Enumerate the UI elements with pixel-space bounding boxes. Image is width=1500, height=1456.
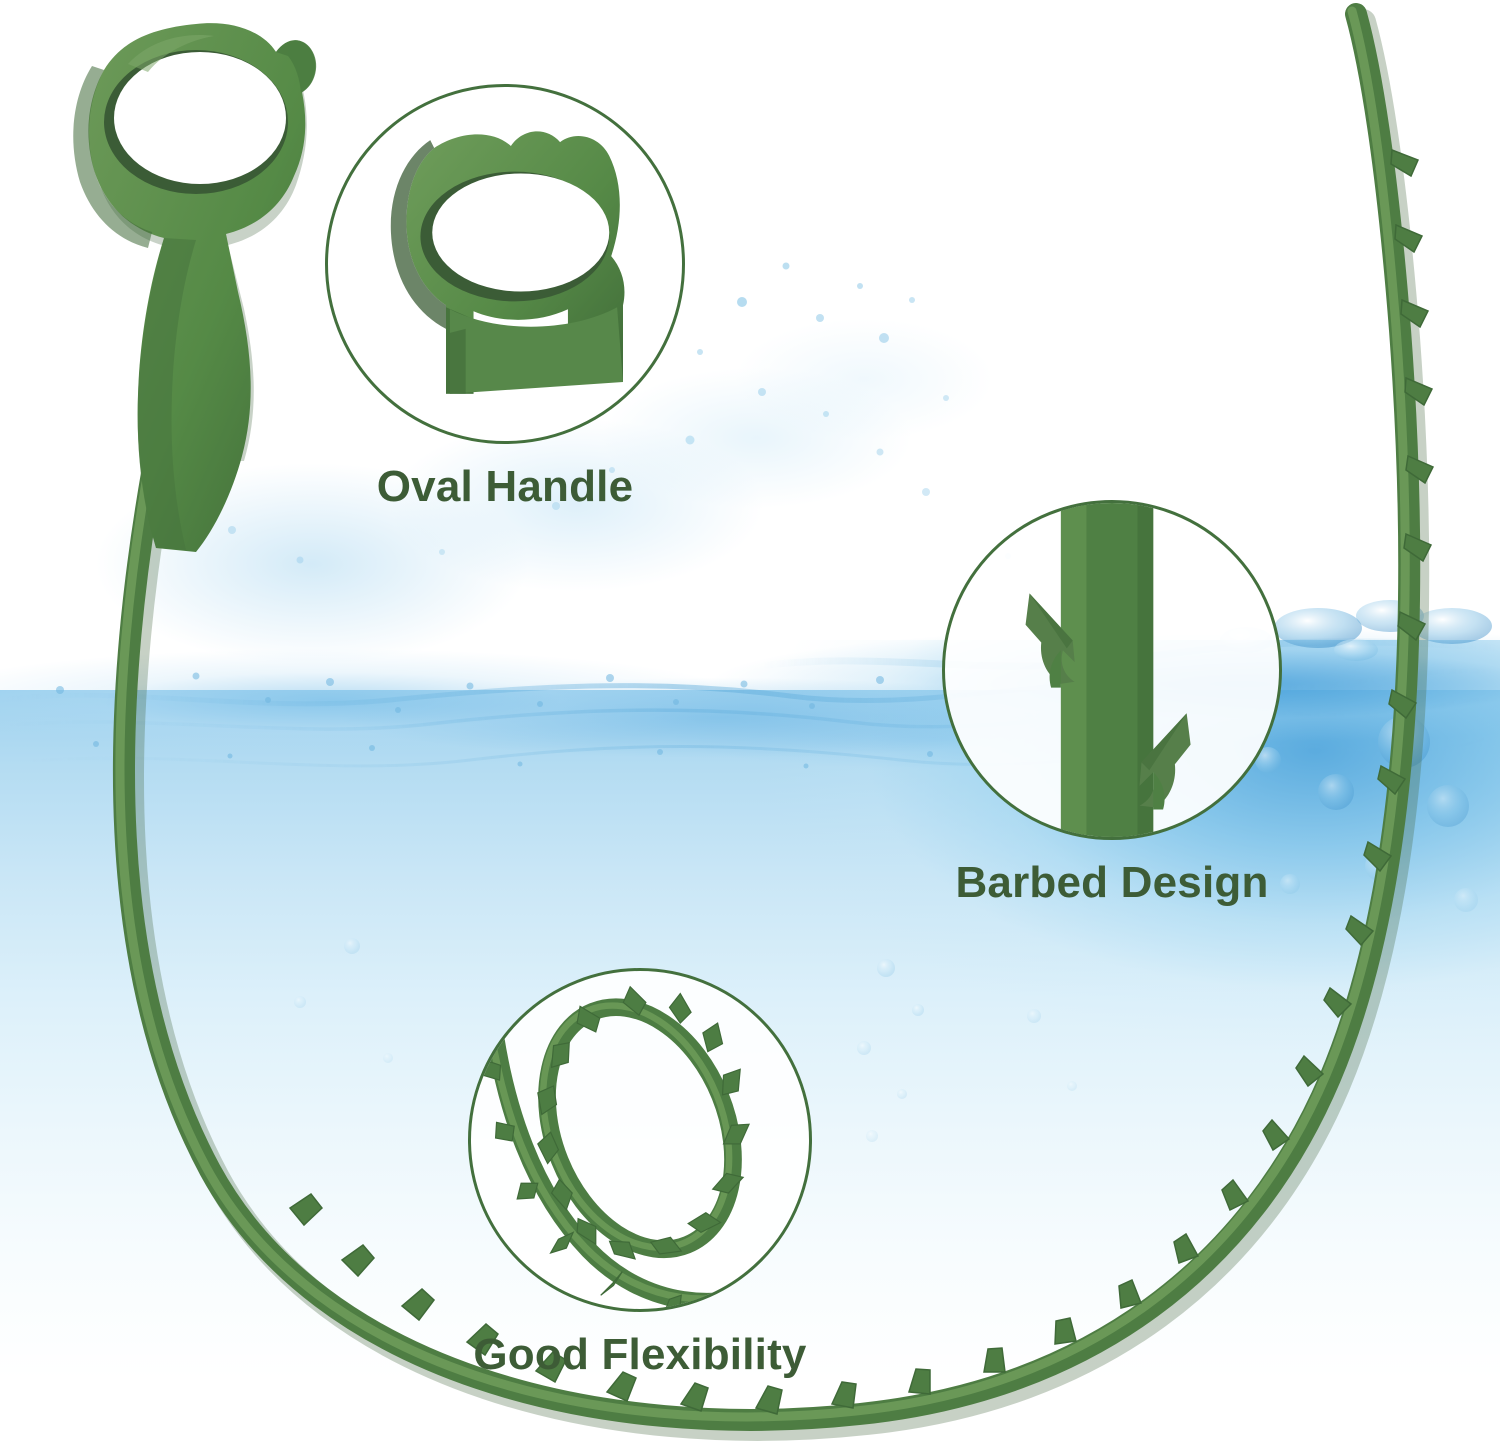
product-handle [73, 23, 317, 552]
oval-handle-closeup-icon [390, 131, 625, 394]
callout-circle-good-flexibility [468, 968, 812, 1312]
callout-label-oval-handle: Oval Handle [376, 462, 634, 511]
callout-circle-oval-handle [325, 84, 685, 444]
callout-oval-handle[interactable]: Oval Handle [325, 84, 685, 511]
flexible-coil-closeup-icon [482, 985, 809, 1309]
barbed-shaft-closeup-icon [1025, 503, 1191, 837]
callout-label-barbed-design: Barbed Design [955, 858, 1269, 907]
callout-barbed-design[interactable]: Barbed Design [942, 500, 1282, 907]
callout-label-good-flexibility: Good Flexibility [473, 1330, 807, 1379]
callout-good-flexibility[interactable]: Good Flexibility [468, 968, 812, 1379]
product-barbs [288, 148, 1435, 1415]
callout-circle-barbed-design [942, 500, 1282, 840]
